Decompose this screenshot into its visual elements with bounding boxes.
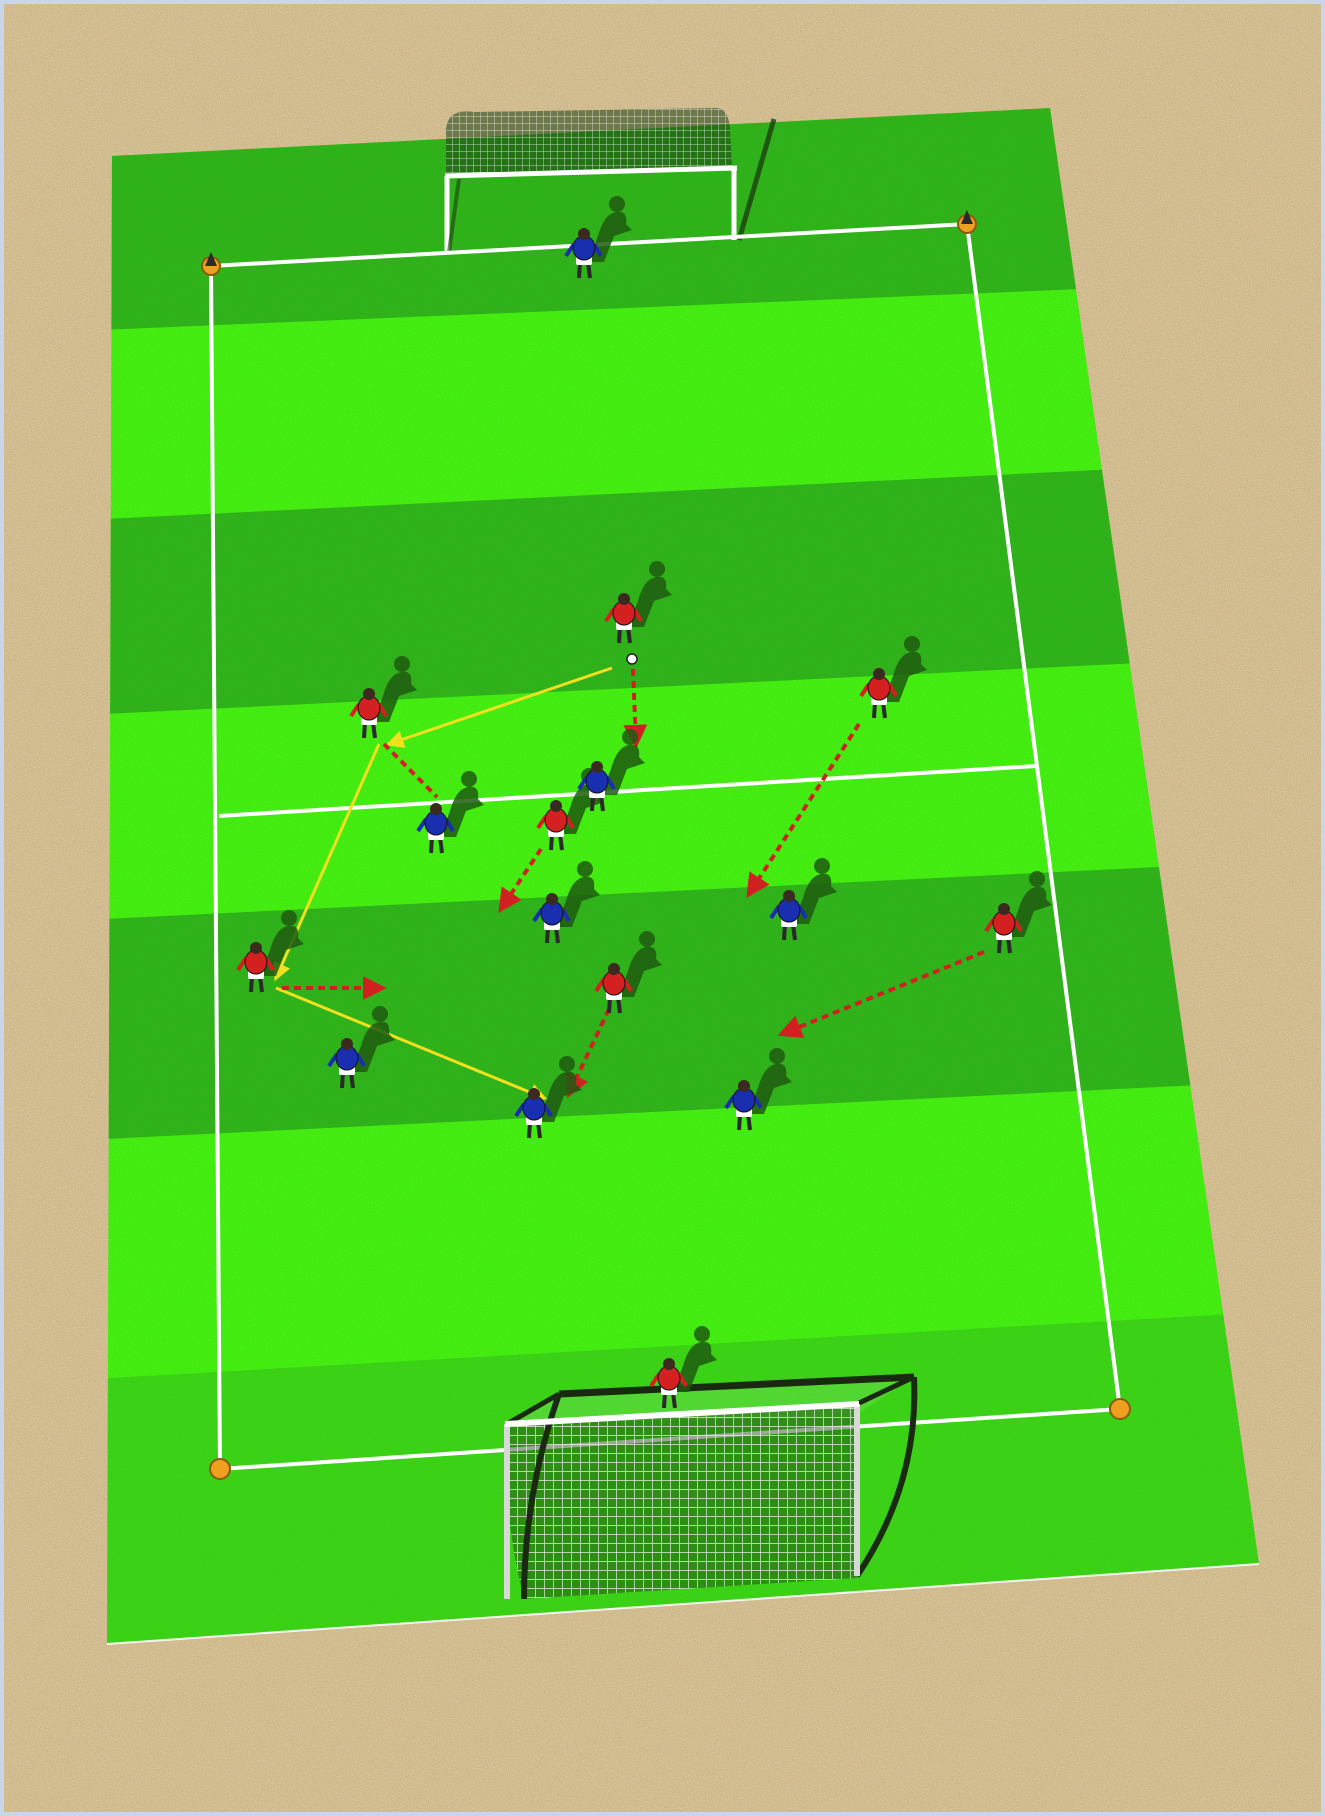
player-head	[663, 1358, 675, 1370]
player-shadow-head	[372, 1006, 388, 1022]
player-shadow-head	[649, 561, 665, 577]
player-head	[250, 942, 262, 954]
player-shadow-head	[559, 1056, 575, 1072]
drill-canvas	[4, 4, 1321, 1812]
player-head	[341, 1038, 353, 1050]
player-shadow-head	[609, 196, 625, 212]
player-shadow-head	[461, 771, 477, 787]
player-shadow-head	[577, 861, 593, 877]
player-shadow-head	[1029, 871, 1045, 887]
player-shadow-head	[281, 910, 297, 926]
player-shadow-head	[639, 931, 655, 947]
drill-diagram	[4, 4, 1321, 1812]
player-shadow-head	[904, 636, 920, 652]
player-shadow-head	[394, 656, 410, 672]
player-head	[608, 963, 620, 975]
player-head	[528, 1088, 540, 1100]
ball-icon	[627, 654, 637, 664]
cone	[210, 1459, 230, 1479]
cone	[1110, 1399, 1130, 1419]
player-shadow-head	[622, 729, 638, 745]
player-head	[546, 893, 558, 905]
player-head	[430, 803, 442, 815]
bottom-goal	[505, 1377, 914, 1599]
player-head	[738, 1080, 750, 1092]
player-head	[618, 593, 630, 605]
player-head	[578, 228, 590, 240]
player-head	[998, 903, 1010, 915]
player-shadow-head	[694, 1326, 710, 1342]
player-head	[363, 688, 375, 700]
player-head	[550, 800, 562, 812]
player-head	[873, 668, 885, 680]
player-head	[591, 761, 603, 773]
player-shadow-head	[769, 1048, 785, 1064]
player-head	[783, 890, 795, 902]
player-shadow-head	[814, 858, 830, 874]
